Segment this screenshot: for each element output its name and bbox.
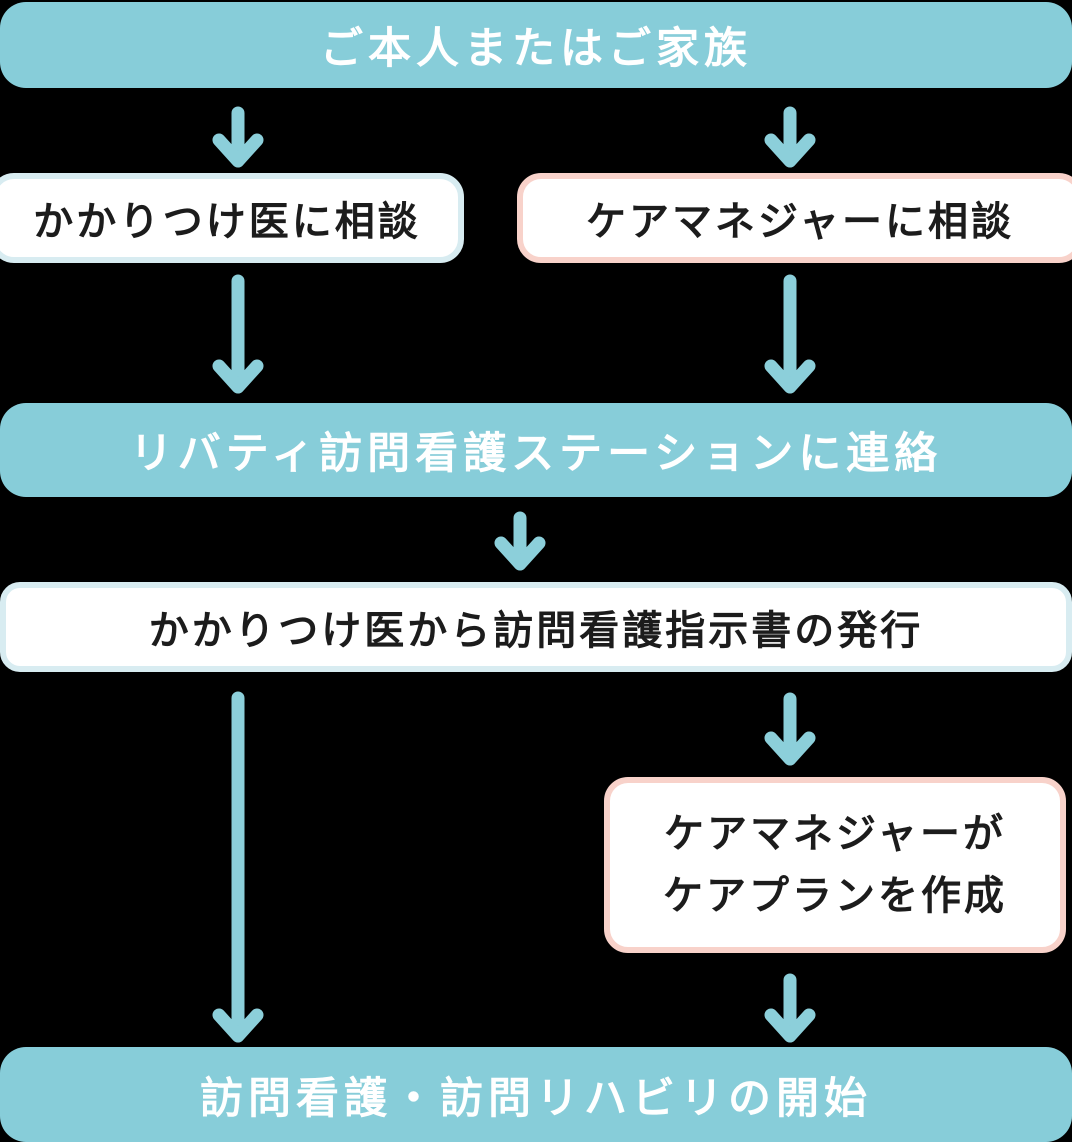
node-issue-instructions: かかりつけ医から訪問看護指示書の発行	[0, 582, 1072, 672]
arrow-down-icon	[764, 106, 816, 168]
node-consult-care-manager: ケアマネジャーに相談	[517, 173, 1072, 263]
node-contact-station-label: リバティ訪問看護ステーションに連絡	[129, 431, 943, 478]
arrow-down-icon	[494, 511, 546, 571]
node-contact-station: リバティ訪問看護ステーションに連絡	[0, 403, 1072, 497]
node-service-start: 訪問看護・訪問リハビリの開始	[0, 1047, 1072, 1142]
node-consult-doctor-label: かかりつけ医に相談	[33, 199, 421, 244]
node-care-plan: ケアマネジャーが ケアプランを作成	[604, 777, 1066, 953]
node-consult-doctor: かかりつけ医に相談	[0, 173, 464, 263]
arrow-down-icon	[764, 692, 816, 766]
node-issue-instructions-label: かかりつけ医から訪問看護指示書の発行	[148, 608, 924, 653]
arrow-down-icon	[212, 106, 264, 168]
node-patient-family: ご本人またはご家族	[0, 2, 1072, 88]
node-service-start-label: 訪問看護・訪問リハビリの開始	[200, 1075, 872, 1123]
node-care-plan-label-line1: ケアマネジャーが	[664, 811, 1006, 856]
arrow-down-icon	[212, 691, 264, 1043]
node-care-plan-label-line2: ケアプランを作成	[663, 873, 1007, 918]
arrow-down-icon	[764, 973, 816, 1043]
node-consult-care-manager-label: ケアマネジャーに相談	[586, 199, 1014, 244]
arrow-down-icon	[764, 274, 816, 394]
node-patient-family-label: ご本人またはご家族	[320, 26, 752, 73]
arrow-down-icon	[212, 274, 264, 394]
